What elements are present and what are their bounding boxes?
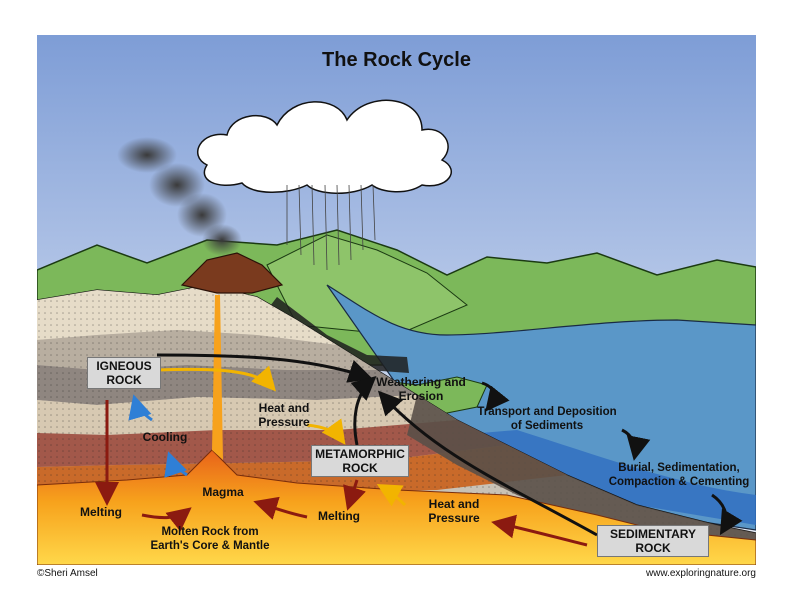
heat-pressure-label-1: Heat and Pressure xyxy=(258,401,310,429)
magma-conduit xyxy=(212,295,223,460)
copyright-text: ©Sheri Amsel xyxy=(37,568,98,579)
deep-water xyxy=(457,430,756,525)
heat-pressure-label-2: Heat and Pressure xyxy=(428,497,480,525)
melting-label-1: Melting xyxy=(80,505,122,519)
arrow-heat-to-metamorphic xyxy=(306,418,346,445)
arrow-transport-to-burial xyxy=(621,428,651,461)
cooling-label: Cooling xyxy=(142,430,188,444)
arrow-metamorphic-melting xyxy=(343,479,366,511)
forest xyxy=(267,297,409,373)
transport-label: Transport and Deposition of Sediments xyxy=(477,406,617,432)
rain xyxy=(286,184,376,271)
rock-cycle-diagram: The Rock Cycle IGNEOUS ROCK METAMORPHIC … xyxy=(37,35,756,565)
arrow-cooling-2 xyxy=(164,451,188,478)
burial-label: Burial, Sedimentation, Compaction & Ceme… xyxy=(608,462,750,488)
arrow-sedimentary-melting xyxy=(491,514,588,547)
arrow-cooling-1 xyxy=(128,394,153,422)
arrow-metamorphic-to-weathering xyxy=(350,376,377,446)
website-text: www.exploringnature.org xyxy=(645,568,756,579)
sedimentary-rock-label: SEDIMENTARY ROCK xyxy=(597,525,709,557)
melting-label-2: Melting xyxy=(318,509,360,523)
metamorphic-rock-label: METAMORPHIC ROCK xyxy=(311,445,409,477)
igneous-rock-label: IGNEOUS ROCK xyxy=(87,357,161,389)
molten-rock-label: Molten Rock from Earth's Core & Mantle xyxy=(150,526,270,552)
diagram-title: The Rock Cycle xyxy=(322,49,471,71)
cloud xyxy=(197,99,452,194)
smoke xyxy=(117,137,177,173)
arrow-melting-to-magma xyxy=(141,507,192,532)
arrow-sedimentary-heat xyxy=(376,484,407,507)
arrow-igneous-to-weathering xyxy=(156,353,373,383)
arrow-weathering-to-transport xyxy=(481,381,510,412)
arrow-melting-to-magma-2 xyxy=(253,496,308,520)
arrow-igneous-heat xyxy=(156,365,276,392)
arrow-burial-to-sedimentary xyxy=(711,493,743,536)
volcano xyxy=(180,252,284,294)
rock-cycle-illustration xyxy=(37,35,756,565)
magma-label: Magma xyxy=(202,485,244,499)
arrow-sedimentary-to-weathering xyxy=(377,390,598,537)
weathering-label: Weathering and Erosion xyxy=(376,375,466,403)
